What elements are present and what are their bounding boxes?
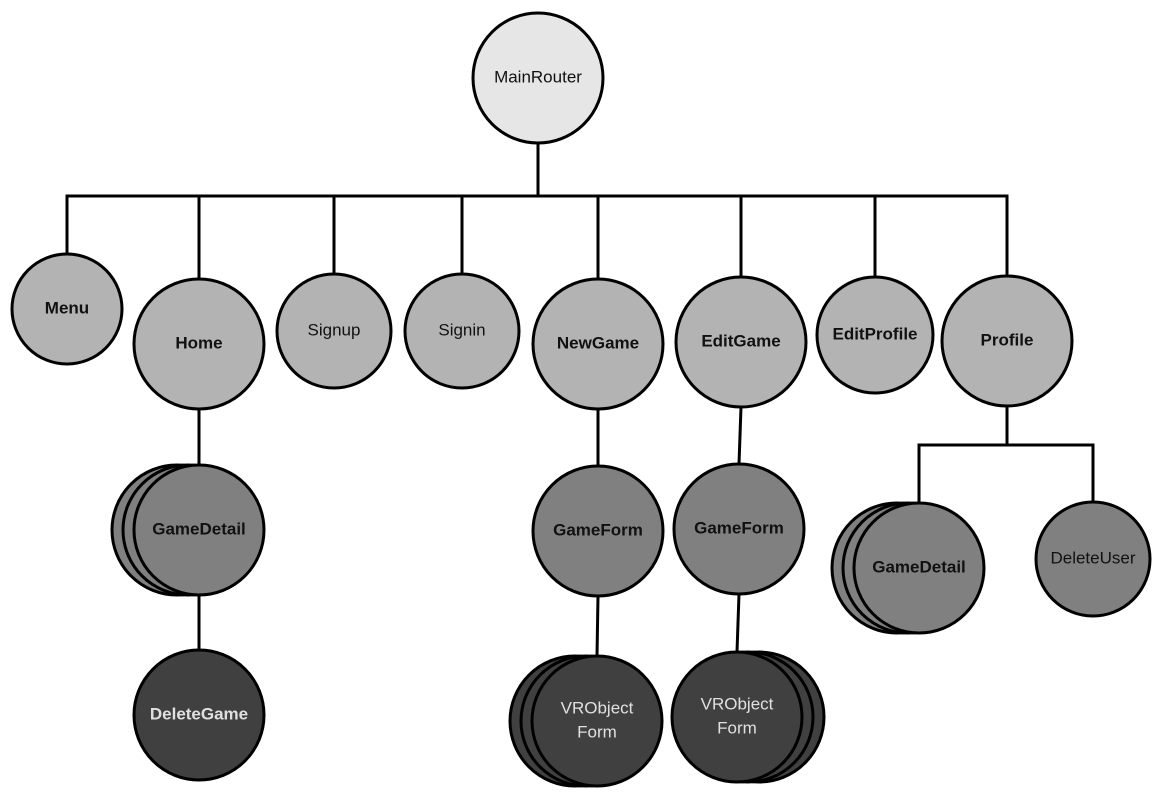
node-editgame-gameform: GameForm (672, 462, 806, 596)
node-label: GameForm (553, 520, 643, 539)
node-circle (852, 501, 986, 635)
node-label: EditProfile (832, 324, 917, 343)
node-label: Profile (981, 330, 1034, 349)
node-circle (815, 275, 935, 395)
node-label: GameDetail (872, 557, 966, 576)
node-label: Menu (45, 298, 89, 317)
node-mainrouter: MainRouter (471, 11, 605, 145)
node-circle (674, 275, 808, 409)
node-label: NewGame (557, 333, 639, 352)
node-circle (531, 277, 665, 411)
node-circle (940, 274, 1074, 408)
edges (65, 143, 1095, 657)
node-editgame: EditGame (674, 275, 808, 409)
node-signup: Signup (275, 272, 393, 390)
node-label: Signup (308, 320, 361, 339)
node-circle (1034, 500, 1152, 618)
node-label: MainRouter (494, 67, 582, 86)
node-profile: Profile (940, 274, 1074, 408)
node-newgame: NewGame (531, 277, 665, 411)
edge-newgame_gameform-to-newgame_vrobjectform (595, 595, 600, 657)
node-deletegame: DeleteGame (132, 648, 266, 782)
node-deleteuser: DeleteUser (1034, 500, 1152, 618)
node-label: EditGame (701, 331, 780, 350)
node-circle (531, 464, 665, 598)
node-label: VRObject (701, 694, 774, 713)
node-circle (132, 277, 266, 411)
node-circle (132, 648, 266, 782)
node-label: DeleteUser (1050, 548, 1135, 567)
node-profile-gamedetail: GameDetail (830, 501, 986, 635)
node-label: Signin (438, 320, 485, 339)
node-home: Home (132, 277, 266, 411)
node-label: VRObject (561, 698, 634, 717)
node-circle (471, 11, 605, 145)
edge-editgame_gameform-to-editgame_vrobjectform (735, 593, 741, 653)
node-newgame-gameform: GameForm (531, 464, 665, 598)
node-editprofile: EditProfile (815, 275, 935, 395)
node-label: Form (717, 718, 757, 737)
node-circle (530, 654, 664, 788)
node-signin: Signin (403, 272, 521, 390)
node-circle (670, 650, 804, 784)
node-menu: Menu (10, 252, 124, 366)
node-label: GameDetail (152, 519, 246, 538)
node-circle (275, 272, 393, 390)
node-label: Home (175, 333, 222, 352)
node-circle (10, 252, 124, 366)
node-label: Form (577, 722, 617, 741)
node-circle (672, 462, 806, 596)
node-circle (132, 463, 266, 597)
node-label: GameForm (694, 518, 784, 537)
edge-editgame-to-editgame_gameform (737, 406, 743, 465)
node-circle (403, 272, 521, 390)
node-home-gamedetail: GameDetail (110, 463, 266, 597)
node-label: DeleteGame (150, 704, 248, 723)
